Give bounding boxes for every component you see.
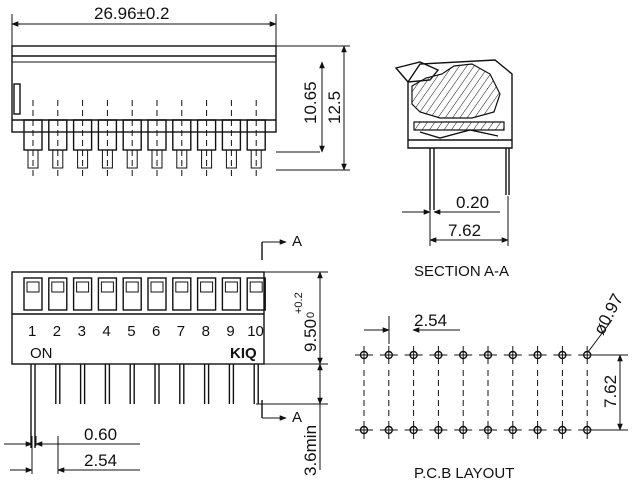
switch-slot [122,277,142,311]
pcb-title: P.C.B LAYOUT [414,465,514,482]
switch-number: 4 [102,323,110,340]
front-pins [30,364,259,448]
pin-width-dim: 0.60 [84,425,117,444]
switch-number: 2 [53,323,61,340]
top-view: 26.96±0.2 10.65 12.5 [11,4,350,180]
section-view: 0.20 7.62 SECTION A-A [394,59,513,280]
switch-number: 7 [177,323,185,340]
top-pins [23,119,266,169]
switch-slot [72,277,93,311]
section-title: SECTION A-A [414,263,509,280]
pcb-hole [503,421,522,439]
front-switch-slots [23,277,266,311]
switch-slot [48,277,68,311]
switch-slot [221,277,242,311]
top-pin [196,119,217,169]
pcb-hole [379,346,398,364]
front-height-tol-minus: 0 [305,312,317,318]
pcb-hole [454,346,473,364]
pcb-hole [479,346,497,364]
front-pin [228,364,235,404]
pcb-hole [429,346,448,364]
pcb-hole [578,346,597,364]
switch-slot [23,277,43,311]
front-height-tol-plus: +0.2 [293,292,305,314]
pcb-hole [404,421,423,439]
switch-slot [196,277,217,311]
switch-number: 6 [152,323,160,340]
front-height-dim: 9.50 [301,319,320,352]
switch-number: 9 [226,323,234,340]
pcb-hole [479,421,497,439]
section-spacing-dim: 7.62 [448,221,481,240]
pcb-hole [429,421,448,439]
section-marker-bottom: A [292,409,302,426]
pcb-hole [553,421,572,439]
top-pin [122,119,142,169]
section-marker-top: A [292,233,302,250]
pcb-holes [355,346,597,439]
top-width-dim: 26.96±0.2 [94,4,170,23]
pitch-dim: 2.54 [84,451,117,470]
switch-number: 5 [127,323,135,340]
switch-slot [147,277,167,311]
pcb-hole [355,421,373,439]
switch-number: 3 [78,323,86,340]
top-pin [97,119,118,169]
pin-length-dim: 3.6min [301,425,320,476]
front-pin [179,364,185,404]
front-pin [30,364,36,448]
pcb-hole [528,346,547,364]
front-pin [203,364,210,404]
pcb-hole [528,421,547,439]
top-pin [246,119,266,169]
on-label: ON [30,345,53,362]
pcb-layout: 2.54 ø0.97 7.62 P.C.B LAYOUT [355,291,628,482]
pcb-hole [379,421,398,439]
front-pin [253,364,259,404]
front-pin [79,364,86,404]
pcb-row-spacing-dim: 7.62 [601,375,620,408]
top-pin [48,119,68,169]
pcb-hole [503,346,522,364]
top-height-dim-125: 12.5 [325,91,344,124]
top-pin [147,119,167,169]
top-pin [23,119,43,169]
top-pin [72,119,93,169]
switch-slot [97,277,118,311]
switch-number: 10 [247,323,264,340]
brand-logo: KIQ [230,345,257,362]
pcb-hole [454,421,473,439]
pcb-hole-dim: ø0.97 [590,291,627,338]
front-pin [104,364,111,404]
top-centerlines [32,100,257,180]
pcb-pitch-dim: 2.54 [414,311,447,330]
pcb-hole [355,346,373,364]
front-pin [55,364,61,404]
pcb-hole [404,346,423,364]
pcb-hole [578,421,597,439]
section-pin-dim: 0.20 [456,193,489,212]
switch-slot [246,277,266,311]
front-pin [154,364,160,404]
top-height-dim-1065: 10.65 [301,81,320,124]
switch-number: 1 [28,323,36,340]
switch-slot [172,277,192,311]
top-pin [172,119,192,169]
pcb-hole [553,346,572,364]
switch-number: 8 [202,323,210,340]
top-pin [221,119,242,169]
front-pin [129,364,135,404]
